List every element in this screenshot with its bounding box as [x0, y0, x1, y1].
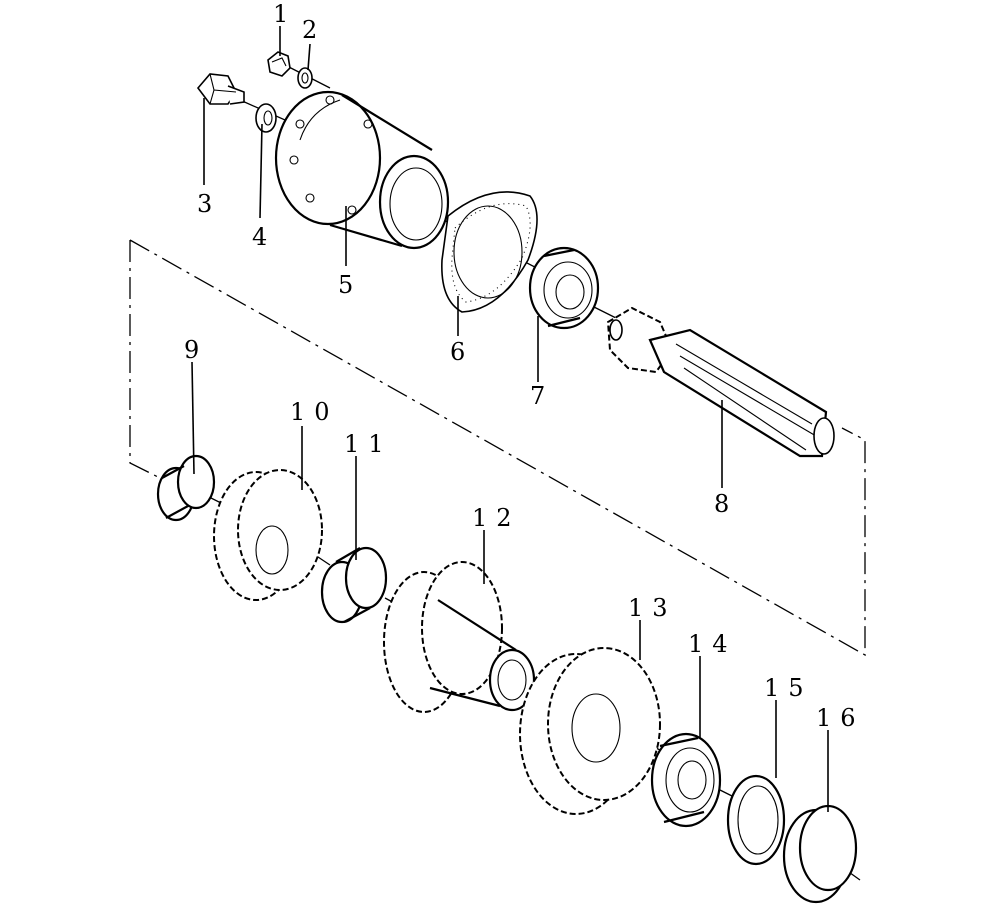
label-1: 1 — [273, 0, 297, 28]
label-2: 2 — [302, 16, 326, 44]
part-8-splined-shaft — [606, 306, 835, 458]
part-3-bolt — [196, 73, 245, 105]
part-labels: 1 2 3 4 5 6 7 8 9 10 11 12 13 14 15 16 — [184, 0, 865, 732]
assembly-guide-line — [129, 239, 866, 657]
part-4-washer — [255, 103, 277, 133]
label-3: 3 — [197, 190, 221, 218]
part-9-bushing — [156, 454, 216, 522]
label-13: 13 — [628, 594, 677, 622]
part-1-nut — [267, 51, 291, 77]
part-16-shim-ring — [782, 804, 858, 904]
part-2-lock-washer — [297, 67, 313, 89]
part-6-gasket — [441, 191, 538, 313]
label-9: 9 — [184, 336, 208, 364]
label-14: 14 — [688, 630, 737, 658]
part-10-gear — [213, 469, 323, 601]
leader-lines — [191, 26, 829, 812]
label-6: 6 — [450, 338, 474, 366]
label-11: 11 — [344, 430, 393, 458]
label-12: 12 — [472, 504, 521, 532]
part-14-ball-bearing — [650, 732, 722, 828]
label-16: 16 — [816, 704, 865, 732]
part-7-ball-bearing — [528, 246, 600, 330]
label-5: 5 — [338, 271, 362, 299]
label-10: 10 — [290, 398, 339, 426]
label-15: 15 — [764, 674, 813, 702]
part-5-housing — [274, 90, 450, 250]
label-4: 4 — [252, 223, 276, 251]
part-13-large-gear — [519, 647, 661, 815]
part-12-gear-with-hub — [383, 561, 536, 713]
part-15-snap-ring — [726, 774, 786, 866]
part-11-spacer — [320, 546, 388, 624]
label-8: 8 — [714, 490, 738, 518]
label-7: 7 — [530, 382, 554, 410]
